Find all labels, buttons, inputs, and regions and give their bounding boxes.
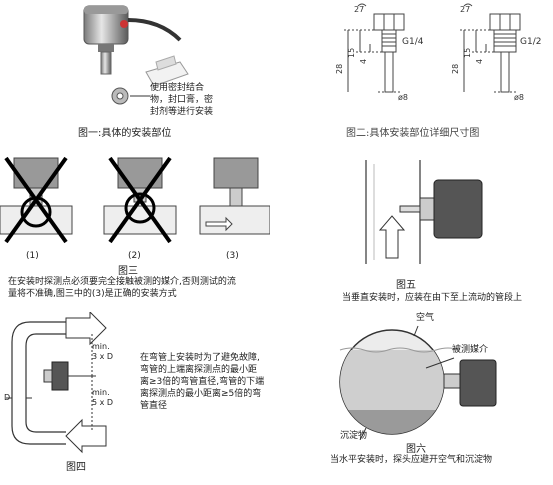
wrench-size-right: 27 xyxy=(460,5,470,14)
figure-3: (1) (2) (3) 图三 在安装时探测点必须要完全接触被测的媒介,否则测试的… xyxy=(0,148,290,308)
fig5-description: 当垂直安装时，应装在由下至上流动的管段上 xyxy=(342,293,523,303)
fig1-note: 使用密封结合 物，封口膏，密 封剂等进行安装 xyxy=(150,83,214,117)
dim-15-left: 15 xyxy=(347,48,356,58)
thread-right: G1/2 xyxy=(520,37,541,47)
fig1-caption: 图一:具体的安装部位 xyxy=(78,128,172,139)
thread-left: G1/4 xyxy=(402,37,424,47)
fig6-description: 当水平安装时，探头应避开空气和沉淀物 xyxy=(330,455,493,465)
fig4-d-label: D xyxy=(4,393,11,402)
dim-28-left: 28 xyxy=(335,64,344,74)
fig6-air-label: 空气 xyxy=(416,313,435,323)
dim-28-right: 28 xyxy=(451,64,460,74)
fig6-medium-label: 被测媒介 xyxy=(452,345,489,355)
fig4-caption: 图四 xyxy=(66,462,86,473)
figure-2: 27 15 4 28 G1/4 ø8 27 15 4 28 G1/2 ø8 图二… xyxy=(320,0,553,140)
fitting-right xyxy=(460,3,521,93)
fig2-caption: 图二:具体安装部位详细尺寸图 xyxy=(346,128,480,139)
wrench-size-left: 27 xyxy=(354,5,364,14)
dimension-drawing: 27 15 4 28 G1/4 ø8 27 15 4 28 G1/2 ø8 xyxy=(335,3,541,102)
fig3-caption: 图三 xyxy=(118,266,138,277)
figure-5: 图五 当垂直安装时，应装在由下至上流动的管段上 xyxy=(320,148,553,310)
fig5-drawing xyxy=(365,160,483,264)
dim-15-right: 15 xyxy=(463,48,472,58)
fig4-drawing xyxy=(6,312,107,454)
dia-left: ø8 xyxy=(398,93,408,102)
fig3-label-3: (3) xyxy=(226,251,239,261)
dim-4-right: 4 xyxy=(475,59,484,64)
install-wrong-2 xyxy=(103,156,177,244)
figure-1: 使用密封结合 物，封口膏，密 封剂等进行安装 图一:具体的安装部位 xyxy=(0,0,280,140)
fig3-label-1: (1) xyxy=(26,251,39,261)
fig3-label-2: (2) xyxy=(128,251,141,261)
fig4-description: 在弯管上安装时为了避免故障, 弯管的上端离探测点的最小距 离≥3倍的弯管直径,弯… xyxy=(140,353,265,411)
fig3-description: 在安装时探测点必须要完全接触被测的媒介,否则测试的流 量将不准确,图三中的(3)… xyxy=(8,277,236,299)
fig6-sediment-label: 沉淀物 xyxy=(340,431,368,441)
figure-6: 空气 被测媒介 沉淀物 图六 当水平安装时，探头应避开空气和沉淀物 xyxy=(330,310,553,485)
fig6-drawing xyxy=(339,325,497,440)
dim-4-left: 4 xyxy=(359,59,368,64)
fig6-caption: 图六 xyxy=(406,444,426,455)
fig4-min-upper: min. 3 x D xyxy=(92,342,114,361)
fig4-min-lower: min. 5 x D xyxy=(92,388,114,407)
fig5-caption: 图五 xyxy=(396,280,416,291)
figure-4: min. 3 x D min. 5 x D D 图四 在弯管上安装时为了避免故障… xyxy=(0,308,300,485)
sensor-photo xyxy=(83,5,189,105)
fitting-left xyxy=(344,3,405,93)
install-correct-3 xyxy=(199,157,270,235)
dia-right: ø8 xyxy=(514,93,524,102)
fig3-drawing xyxy=(0,156,270,244)
install-wrong-1 xyxy=(0,156,73,244)
